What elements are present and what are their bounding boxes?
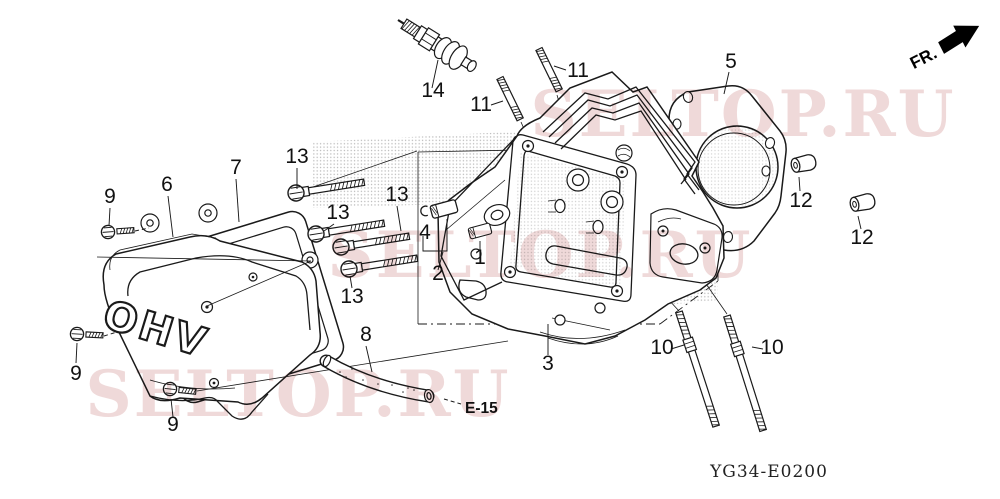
part-callout-13: 13 xyxy=(385,183,408,206)
cylinder-head xyxy=(437,71,725,345)
spark-plug xyxy=(397,18,477,73)
part-callout-10: 10 xyxy=(650,336,673,359)
stud-11-left xyxy=(496,75,524,122)
stud-10-right xyxy=(721,313,769,433)
part-callout-13: 13 xyxy=(285,145,308,168)
part-callout-14: 14 xyxy=(421,79,445,102)
diagram-code: YG34-E0200 xyxy=(709,462,828,482)
watermark-text: SELTOP.RU xyxy=(86,357,511,432)
part-callout-10: 10 xyxy=(760,336,783,359)
part-callout-4: 4 xyxy=(419,221,431,244)
part-callout-11: 11 xyxy=(470,93,492,116)
part-callout-8: 8 xyxy=(360,323,372,346)
part-callout-5: 5 xyxy=(725,50,737,73)
part-callout-9: 9 xyxy=(70,362,82,385)
part-callout-12: 12 xyxy=(850,226,873,249)
watermark-text: SELTOP.RU xyxy=(328,218,753,293)
bolt-9-a xyxy=(100,222,136,240)
watermark-text: SELTOP.RU xyxy=(531,77,956,152)
part-callout-11: 11 xyxy=(567,59,589,82)
part-callout-13: 13 xyxy=(326,201,349,224)
part-callout-9: 9 xyxy=(104,185,116,208)
fr-label: FR. xyxy=(907,44,940,73)
watermark-layer: SELTOP.RU SELTOP.RU SELTOP.RU xyxy=(86,77,956,432)
cap-nut-12-a xyxy=(789,152,818,175)
front-arrow-icon xyxy=(938,25,980,54)
front-direction-marker: FR. xyxy=(907,25,980,73)
part-callout-9: 9 xyxy=(167,413,179,436)
part-callout-7: 7 xyxy=(230,156,242,179)
part-callout-6: 6 xyxy=(161,173,173,196)
part-callout-2: 2 xyxy=(432,262,444,285)
part-callout-12: 12 xyxy=(789,189,812,212)
stud-10-left xyxy=(673,309,722,429)
bolt-9-b xyxy=(69,326,104,343)
clip-4 xyxy=(420,205,429,217)
breather-tube xyxy=(319,354,435,404)
alignment-lines xyxy=(96,256,509,392)
reference-label: E-15 xyxy=(465,400,498,417)
part-callout-13: 13 xyxy=(340,285,363,308)
part-callout-3: 3 xyxy=(542,352,554,375)
cap-nut-12-b xyxy=(848,191,877,214)
part-callout-1: 1 xyxy=(474,246,486,269)
leader-lines xyxy=(75,59,862,418)
